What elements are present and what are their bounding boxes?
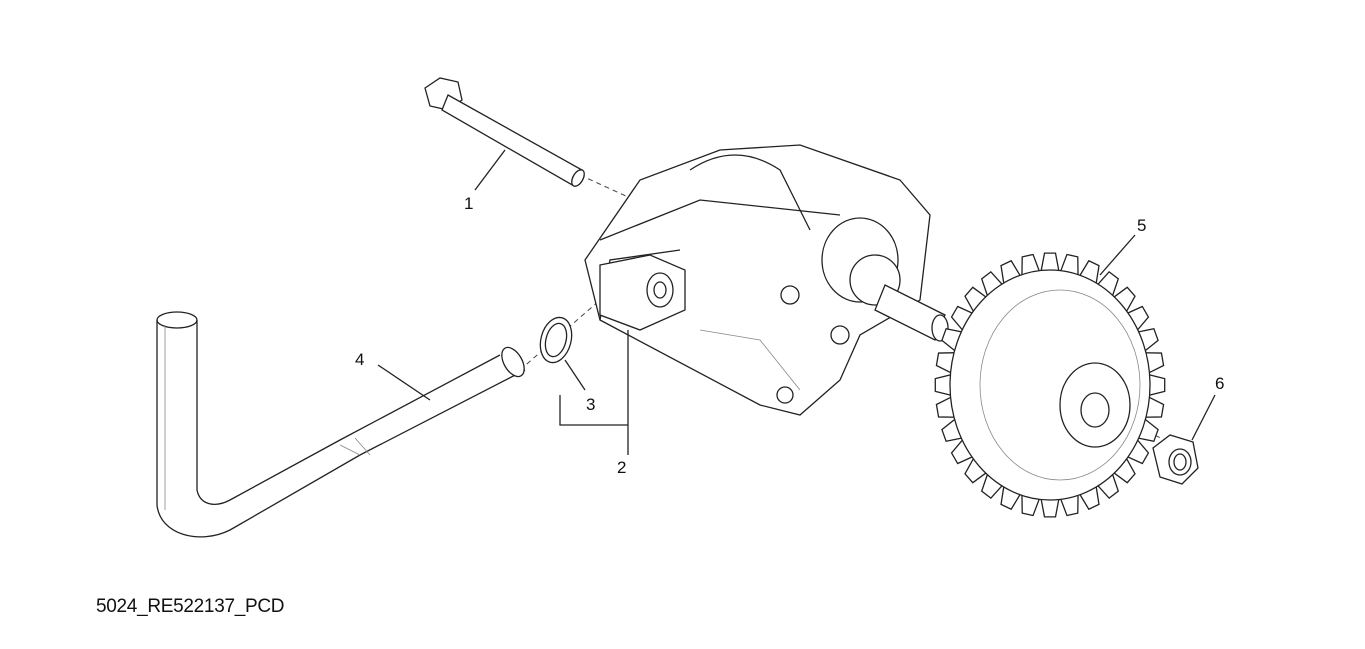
bolt-part[interactable] — [424, 77, 587, 188]
leader-6 — [1191, 394, 1216, 441]
leader-2 — [559, 330, 629, 455]
pump-gear-part[interactable] — [934, 252, 1166, 518]
callout-4: 4 — [355, 350, 364, 369]
suction-tube-part[interactable] — [156, 311, 529, 538]
leader-4 — [377, 364, 431, 401]
leader-5 — [1099, 234, 1136, 276]
callout-2: 2 — [617, 458, 626, 477]
nut-part[interactable] — [1152, 434, 1199, 485]
callout-3: 3 — [586, 395, 595, 414]
leader-3 — [564, 359, 586, 391]
callout-5: 5 — [1137, 216, 1146, 235]
diagram-caption: 5024_RE522137_PCD — [96, 596, 285, 617]
leader-1 — [474, 149, 506, 191]
o-ring-part[interactable] — [536, 314, 577, 366]
callout-6: 6 — [1215, 374, 1224, 393]
callout-1: 1 — [464, 194, 473, 213]
oil-pump-part[interactable] — [584, 144, 949, 416]
